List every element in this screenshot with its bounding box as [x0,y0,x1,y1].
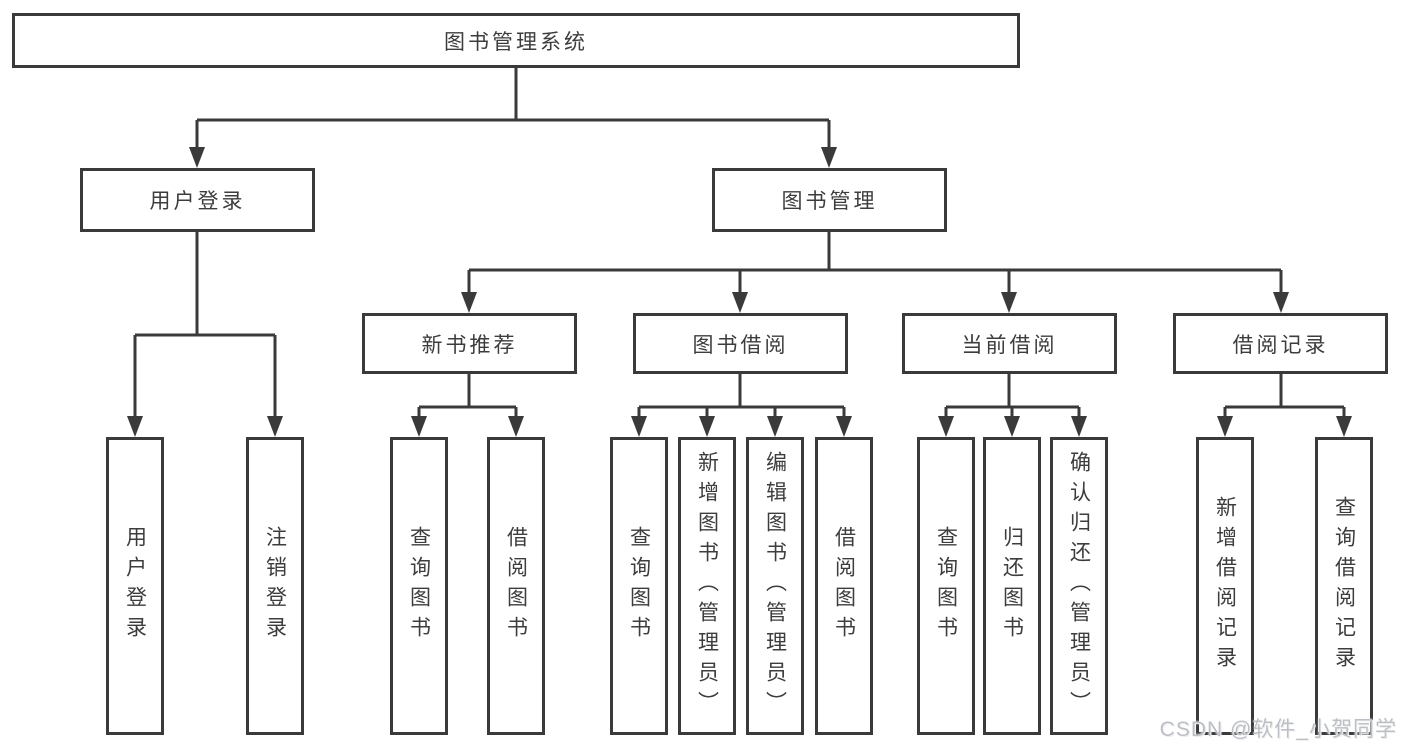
leaf-add-borrow-record-label: 新增借阅记录 [1213,496,1237,676]
leaf-return-books-label: 归还图书 [1000,526,1024,646]
leaf-query-books-current: 查询图书 [917,437,975,735]
leaf-query-books-recommend-label: 查询图书 [407,526,431,646]
leaf-confirm-return-admin-label: 确认归还（管理员） [1067,451,1091,721]
csdn-watermark: CSDN @软件_小贺同学 [1159,718,1397,741]
leaf-edit-books-admin-label: 编辑图书（管理员） [763,451,787,721]
arrowhead-icon [836,416,852,437]
arrowhead-icon [767,416,783,437]
node-current-borrow-label: 当前借阅 [961,333,1058,357]
node-book-borrow-label: 图书借阅 [692,333,789,357]
leaf-user-login: 用户登录 [106,437,164,735]
arrowhead-icon [732,292,748,313]
arrowhead-icon [821,147,837,168]
leaf-user-login-label: 用户登录 [123,526,147,646]
leaf-query-books-borrow-label: 查询图书 [627,526,651,646]
leaf-add-books-admin: 新增图书（管理员） [678,437,736,735]
arrowhead-icon [1217,416,1233,437]
leaf-edit-books-admin: 编辑图书（管理员） [746,437,804,735]
arrowhead-icon [411,416,427,437]
leaf-borrow-books-recommend-label: 借阅图书 [504,526,528,646]
arrowhead-icon [1004,416,1020,437]
arrowhead-icon [1273,292,1289,313]
leaf-borrow-books: 借阅图书 [815,437,873,735]
arrowhead-icon [699,416,715,437]
arrowhead-icon [1336,416,1352,437]
node-book-management: 图书管理 [712,168,947,232]
node-current-borrow: 当前借阅 [902,313,1117,374]
leaf-add-books-admin-label: 新增图书（管理员） [695,451,719,721]
node-root-label: 图书管理系统 [444,30,588,54]
node-user-login-branch-label: 用户登录 [149,190,246,213]
leaf-return-books: 归还图书 [983,437,1041,735]
arrowhead-icon [1071,416,1087,437]
node-borrow-records: 借阅记录 [1173,313,1388,374]
arrowhead-icon [1001,292,1017,313]
leaf-logout: 注销登录 [246,437,304,735]
node-root: 图书管理系统 [12,13,1020,68]
arrowhead-icon [267,416,283,437]
node-new-book-recommend-label: 新书推荐 [421,333,518,357]
node-book-borrow: 图书借阅 [633,313,848,374]
arrowhead-icon [189,147,205,168]
leaf-borrow-books-recommend: 借阅图书 [487,437,545,735]
arrowhead-icon [508,416,524,437]
leaf-query-books-current-label: 查询图书 [934,526,958,646]
leaf-query-books-recommend: 查询图书 [390,437,448,735]
leaf-query-borrow-record-label: 查询借阅记录 [1332,496,1356,676]
node-new-book-recommend: 新书推荐 [362,313,577,374]
arrowhead-icon [461,292,477,313]
arrowhead-icon [127,416,143,437]
node-borrow-records-label: 借阅记录 [1232,333,1329,357]
arrowhead-icon [938,416,954,437]
leaf-query-books-borrow: 查询图书 [610,437,668,735]
leaf-add-borrow-record: 新增借阅记录 [1196,437,1254,735]
arrowhead-icon [631,416,647,437]
leaf-query-borrow-record: 查询借阅记录 [1315,437,1373,735]
leaf-logout-label: 注销登录 [263,526,287,646]
node-user-login-branch: 用户登录 [80,168,315,232]
node-book-management-label: 图书管理 [781,190,878,213]
leaf-borrow-books-label: 借阅图书 [832,526,856,646]
leaf-confirm-return-admin: 确认归还（管理员） [1050,437,1108,735]
